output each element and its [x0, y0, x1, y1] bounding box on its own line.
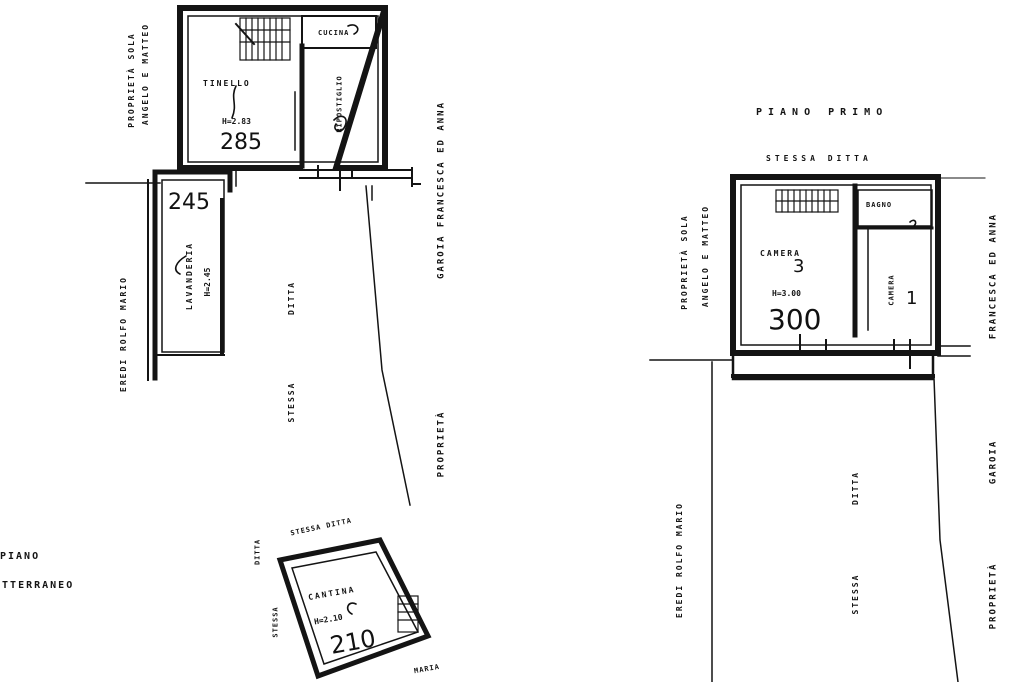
first-floor-neighbour-top: STESSA DITTA [766, 154, 872, 163]
basement-neighbour-centre-line1: DITTA [287, 280, 296, 316]
basement-neighbour-right-line1: PROPRIETÀ [436, 410, 447, 478]
camera-main-handwritten-number: 300 [768, 303, 822, 336]
ripostiglio-name: RIPOSTIGLIO [335, 75, 344, 133]
cucina-name: CUCINA [318, 29, 350, 37]
tinello-height: H=2.83 [222, 117, 251, 126]
first-floor-neighbour-left-bottom: EREDI ROLFO MARIO [675, 502, 684, 618]
basement-neighbour-centre-line2: STESSA [287, 381, 296, 423]
cantina-neighbour-left-line2: STESSA [271, 606, 280, 638]
first-floor-neighbour-centre-line2: STESSA [851, 573, 860, 615]
first-floor-plan [649, 174, 986, 682]
camera-small-handwritten-mark: 1 [906, 288, 918, 309]
first-floor-title: PIANO PRIMO [756, 107, 889, 118]
camera-main-name: CAMERA [760, 249, 801, 258]
basement-plan [85, 5, 432, 680]
first-floor-stair [775, 189, 839, 213]
camera-main-handwritten-mark: 3 [793, 256, 805, 277]
tinello-name: TINELLO [203, 79, 251, 88]
cantina-neighbour-left-line1: DITTA [253, 538, 262, 566]
camera-small-name: CAMERA [887, 274, 896, 306]
basement-neighbour-left-top-line1: PROPRIETÀ SOLA [127, 32, 136, 128]
first-floor-neighbour-left-top-line1: PROPRIETÀ SOLA [680, 214, 689, 310]
first-floor-neighbour-right-line3: PROPRIETÀ [988, 562, 999, 630]
basement-neighbour-left-bottom: EREDI ROLFO MARIO [119, 276, 128, 392]
first-floor-neighbour-right-line1: FRANCESCA ED ANNA [988, 212, 999, 340]
camera-main-height: H=3.00 [772, 289, 801, 298]
handwritten-marks [174, 24, 917, 615]
basement-stair [234, 17, 291, 61]
cantina-handwritten-number: 210 [327, 624, 378, 660]
lavanderia-name: LAVANDERIA [185, 241, 194, 311]
basement-floor-title-line2: SOTTERRANEO [0, 580, 75, 591]
tinello-handwritten-number: 285 [220, 130, 262, 155]
lavanderia-handwritten-number: 245 [168, 190, 210, 215]
lavanderia-height: H=2.45 [203, 267, 212, 297]
first-floor-neighbour-right-line2: GAROIA [988, 439, 999, 485]
first-floor-neighbour-centre-line1: DITTA [851, 470, 860, 506]
basement-floor-title-line1: PIANO [0, 551, 41, 562]
basement-neighbour-left-top-line2: ANGELO E MATTEO [141, 22, 150, 126]
cantina-block [276, 537, 432, 680]
bagno-name: BAGNO [866, 201, 893, 209]
basement-neighbour-right-line2: GAROIA FRANCESCA ED ANNA [436, 100, 447, 280]
first-floor-neighbour-left-top-line2: ANGELO E MATTEO [701, 204, 710, 308]
